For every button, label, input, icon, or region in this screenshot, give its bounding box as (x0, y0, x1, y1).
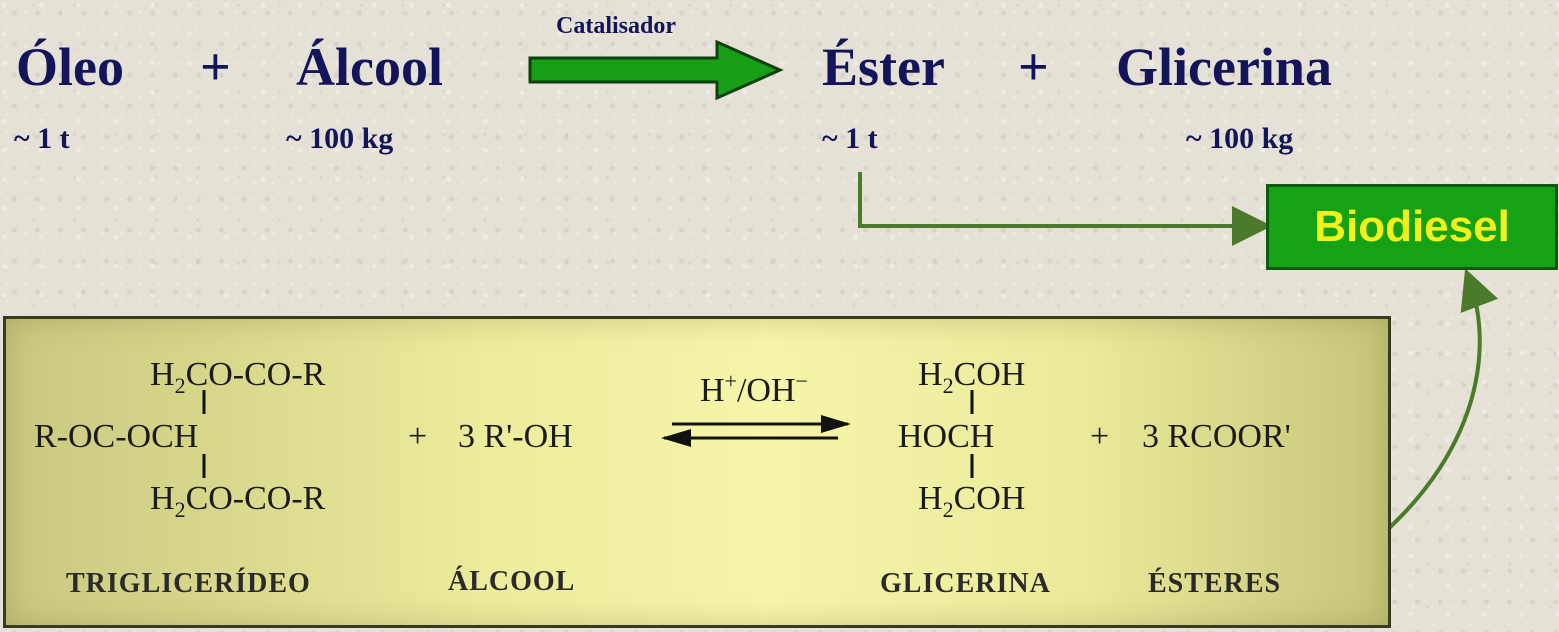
product-glicerina: Glicerina (1116, 37, 1332, 97)
label-glycerol: GLICERINA (880, 568, 1051, 599)
plus-sign-2: + (1018, 37, 1049, 97)
alcohol-formula: 3 R'-OH (458, 418, 573, 455)
label-esters: ÉSTERES (1148, 568, 1282, 599)
quantity-glicerina: ~ 100 kg (1186, 122, 1294, 155)
plus-sign-a: + (408, 418, 428, 455)
quantity-ester: ~ 1 t (822, 122, 878, 155)
biodiesel-label: Biodiesel (1314, 202, 1510, 251)
quantity-alcool: ~ 100 kg (286, 122, 394, 155)
plus-sign-b: + (1090, 418, 1110, 455)
ester-to-biodiesel-connector (858, 172, 1272, 246)
reactant-alcool: Álcool (296, 37, 443, 97)
quantity-oleo: ~ 1 t (14, 122, 70, 155)
triglyceride-top-line: H2CO-CO-R (150, 356, 326, 398)
label-alcohol: ÁLCOOL (448, 566, 576, 597)
biodiesel-box: Biodiesel (1266, 184, 1558, 270)
label-triglyceride: TRIGLICERÍDEO (66, 568, 311, 599)
triglyceride-middle-line: R-OC-OCH (34, 418, 199, 455)
catalyst-formula: H+/OH− (700, 368, 808, 409)
catalyst-arrow (528, 39, 784, 101)
plus-sign-1: + (200, 37, 231, 97)
reaction-panel (3, 316, 1391, 628)
glycerol-bottom-line: H2COH (918, 480, 1026, 522)
esters-formula: 3 RCOOR' (1142, 418, 1291, 455)
triglyceride-bottom-line: H2CO-CO-R (150, 480, 326, 522)
glycerol-middle-line: HOCH (898, 418, 995, 455)
reactant-oleo: Óleo (16, 37, 124, 97)
product-ester: Éster (822, 37, 945, 97)
glycerol-top-line: H2COH (918, 356, 1026, 398)
catalyst-label: Catalisador (556, 13, 676, 39)
